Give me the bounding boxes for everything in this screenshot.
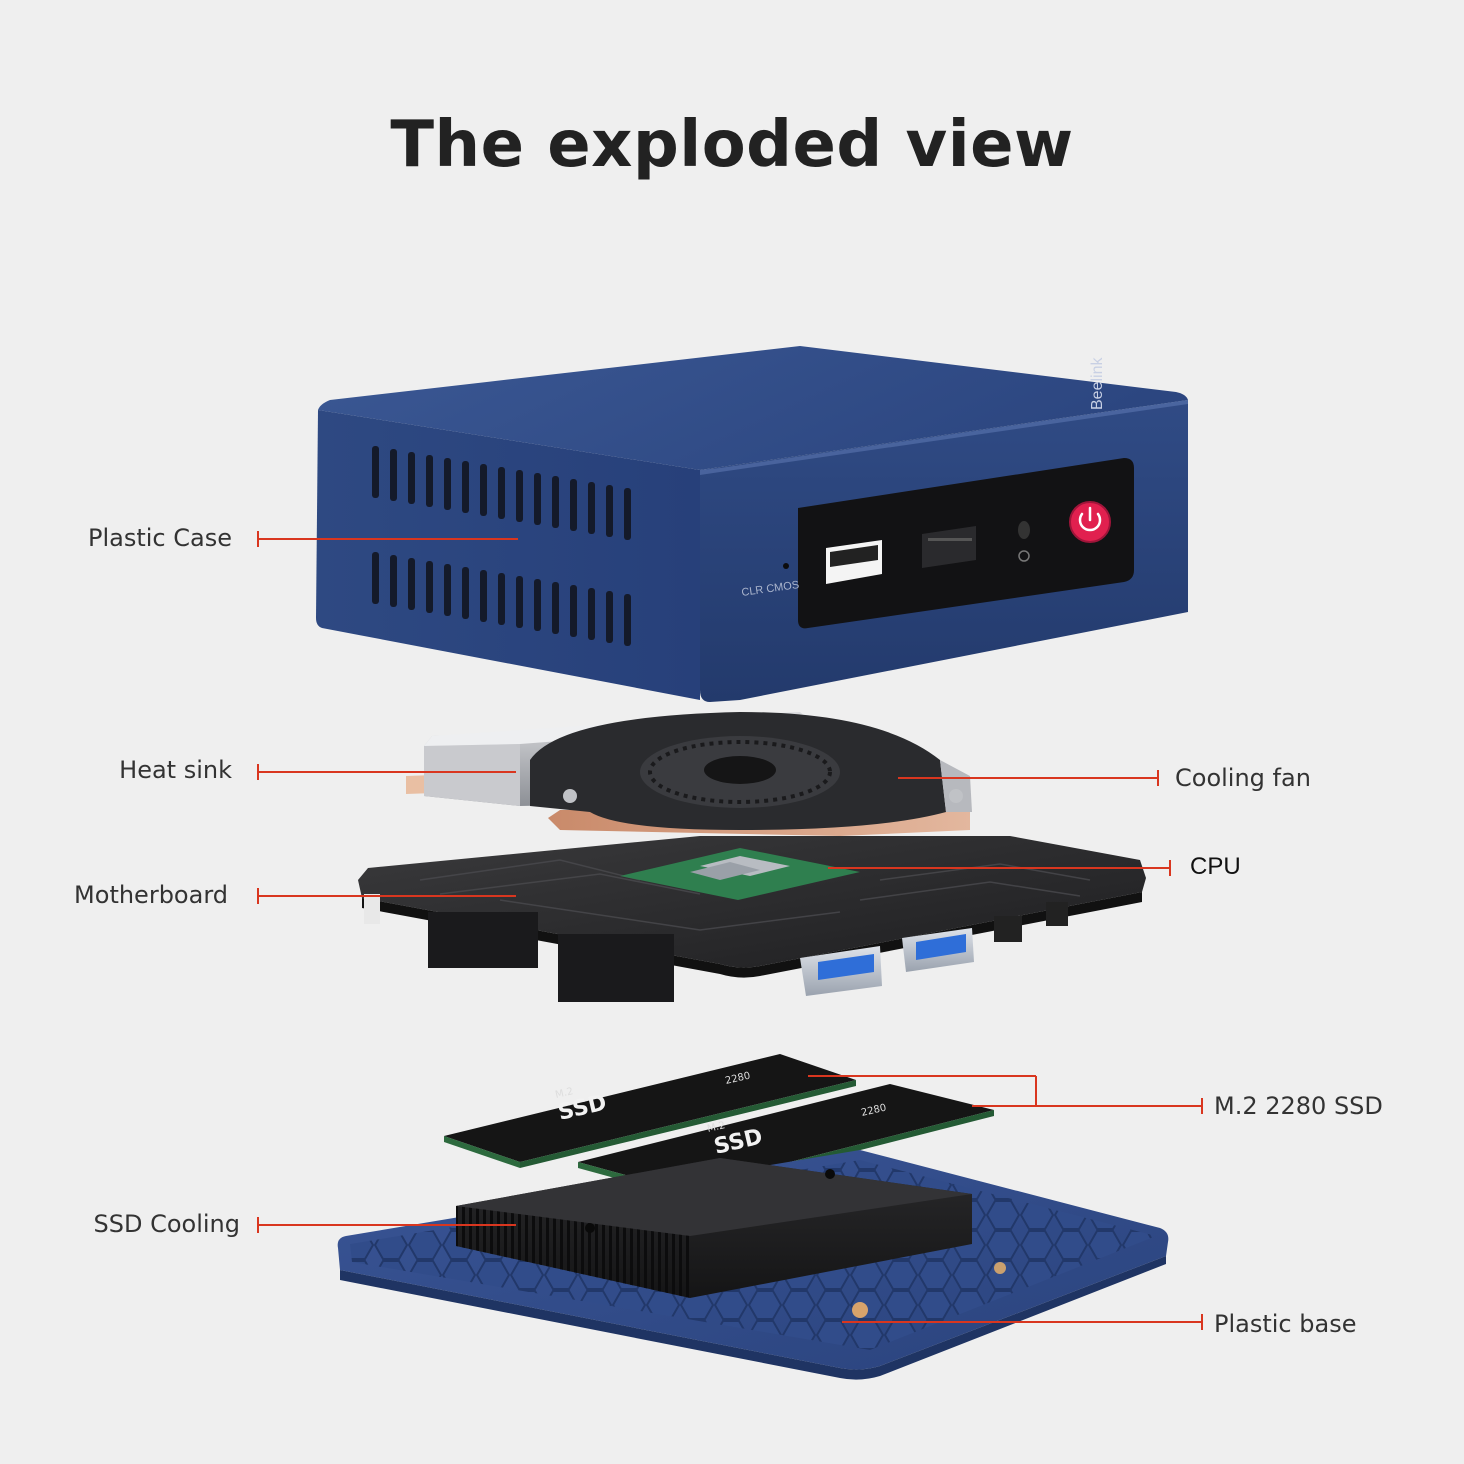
case-vents (372, 446, 631, 646)
callout-motherboard: Motherboard (74, 881, 228, 909)
fan-hub (704, 756, 776, 784)
motherboard (358, 836, 1146, 1002)
callout-ssd: M.2 2280 SSD (1214, 1092, 1383, 1120)
ssd-module-1: SSD M.2 2280 (444, 1054, 856, 1168)
callout-cooling-fan: Cooling fan (1175, 764, 1311, 792)
board-component (428, 912, 538, 968)
clr-cmos-pinhole (783, 563, 789, 569)
brand-logo: Beelink (1089, 357, 1106, 410)
ssd-cooling-heatsink (456, 1158, 972, 1298)
power-button (1069, 501, 1111, 543)
callout-ssd-cooling: SSD Cooling (93, 1210, 240, 1238)
headphone-icon (1018, 550, 1030, 562)
base-screw (852, 1302, 868, 1318)
base-screw-2 (994, 1262, 1006, 1274)
plastic-case: CLR CMOS Beelink (316, 346, 1188, 702)
callout-plastic-case: Plastic Case (88, 524, 232, 552)
callout-cpu: CPU (1190, 853, 1241, 880)
page-title: The exploded view (390, 108, 1074, 182)
callout-plastic-base: Plastic base (1214, 1310, 1357, 1338)
callout-heat-sink: Heat sink (119, 756, 232, 784)
audio-jack (1018, 521, 1030, 539)
ssd-2-top-label: M.2 (706, 1120, 726, 1135)
usb3-port-right (902, 928, 974, 972)
usb-c-port (922, 526, 976, 568)
usb3-port-left (800, 946, 882, 996)
heat-sink-assembly (406, 712, 972, 836)
callout-leaders (257, 531, 1203, 1330)
ssd-1-top-label: M.2 (554, 1086, 574, 1101)
power-icon (1078, 512, 1102, 532)
board-component-2 (558, 934, 674, 1002)
